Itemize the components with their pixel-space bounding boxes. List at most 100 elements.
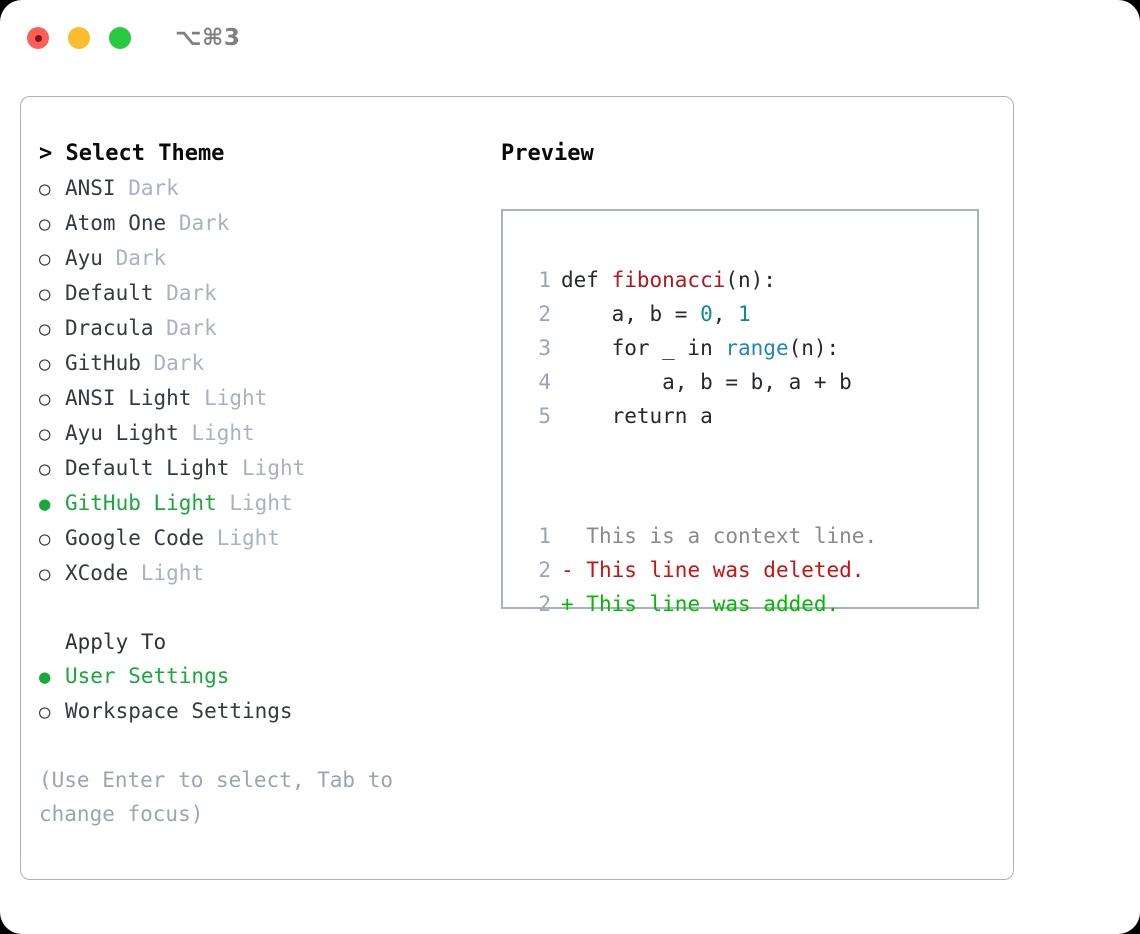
traffic-lights	[27, 27, 131, 49]
theme-name: Ayu Light	[65, 421, 179, 445]
radio-unselected-icon[interactable]: ○	[39, 213, 51, 235]
theme-name: Default	[65, 281, 154, 305]
keyboard-shortcut-label: ⌥⌘3	[175, 25, 241, 51]
theme-mode-tag: Light	[229, 491, 293, 515]
theme-mode-tag: Dark	[166, 281, 217, 305]
theme-list-item[interactable]: ○GitHub Dark	[39, 346, 479, 381]
theme-name: GitHub Light	[65, 491, 217, 515]
theme-name: Ayu	[65, 246, 103, 270]
theme-mode-tag: Light	[204, 386, 268, 410]
diff-marker: +	[561, 592, 587, 616]
close-dot-center	[34, 34, 42, 42]
diff-line: 1 This is a context line.	[521, 519, 977, 553]
radio-unselected-icon[interactable]: ○	[39, 318, 51, 340]
line-number: 1	[538, 268, 551, 292]
code-line: 5 return a	[521, 399, 977, 433]
radio-unselected-icon[interactable]: ○	[39, 528, 51, 550]
theme-list-item[interactable]: ○Google Code Light	[39, 521, 479, 556]
theme-list-item[interactable]: ○ XCode Light	[39, 556, 479, 591]
theme-name: Atom One	[65, 211, 167, 235]
code-token: for _ in	[561, 336, 726, 360]
code-token: a, b = b, a + b	[561, 370, 852, 394]
diff-marker: -	[561, 558, 587, 582]
radio-unselected-icon[interactable]: ○	[39, 423, 51, 445]
theme-list-item[interactable]: ○ Default Dark	[39, 276, 479, 311]
theme-list-item[interactable]: ○Atom One Dark	[39, 206, 479, 241]
spacer	[154, 311, 167, 345]
theme-list-item[interactable]: ● GitHub Light Light	[39, 486, 479, 521]
code-line: 2 a, b = 0, 1	[521, 297, 977, 331]
line-number: 1	[538, 524, 551, 548]
diff-line: 2 + This line was added.	[521, 587, 977, 621]
theme-name: ANSI	[65, 176, 116, 200]
diff-marker	[561, 519, 586, 553]
theme-name: Dracula	[65, 316, 154, 340]
main-card: > Select Theme ○ANSI Dark○Atom One Dark○…	[20, 96, 1014, 880]
apply-to-label: Apply To	[65, 630, 167, 654]
spacer	[229, 451, 242, 485]
title-bar: ⌥⌘3	[0, 0, 1140, 76]
code-line: 3 for _ in range(n):	[521, 331, 977, 365]
radio-unselected-icon[interactable]: ○	[39, 563, 51, 585]
spacer	[179, 416, 192, 450]
radio-unselected-icon[interactable]: ○	[39, 458, 51, 480]
code-token: 1	[738, 302, 751, 326]
code-token: fibonacci	[611, 268, 726, 292]
theme-list-item[interactable]: ○ANSI Dark	[39, 171, 479, 206]
theme-list-item[interactable]: ○Dracula Dark	[39, 311, 479, 346]
radio-unselected-icon[interactable]: ○	[39, 248, 51, 270]
line-number: 3	[538, 336, 551, 360]
theme-name: Default Light	[65, 456, 230, 480]
code-token: (n):	[725, 268, 776, 292]
spacer	[191, 381, 204, 415]
code-line-text: for _ in range(n):	[561, 331, 840, 365]
apply-to-option[interactable]: ○Workspace Settings	[39, 694, 479, 729]
spacer	[116, 171, 129, 205]
radio-unselected-icon[interactable]: ○	[39, 178, 51, 200]
code-token: range	[725, 336, 789, 360]
radio-unselected-icon[interactable]: ○	[39, 388, 51, 410]
minimize-button-icon[interactable]	[68, 27, 90, 49]
theme-list: ○ ANSI Dark ○ Atom One Dark ○ Ayu Dark ○ Defaul…	[39, 171, 479, 591]
spacer	[217, 486, 230, 520]
close-button-icon[interactable]	[27, 27, 49, 49]
theme-list-item[interactable]: ○ Default Light Light	[39, 451, 479, 486]
code-token: ,	[712, 302, 739, 326]
line-number: 2	[538, 558, 551, 582]
radio-selected-icon[interactable]: ●	[39, 666, 51, 688]
code-token: a, b =	[561, 302, 701, 326]
radio-unselected-icon[interactable]: ○	[39, 701, 51, 723]
spacer	[128, 556, 141, 590]
theme-list-item[interactable]: ○ANSI Light Light	[39, 381, 479, 416]
theme-list-item[interactable]: ○Ayu Light Light	[39, 416, 479, 451]
theme-mode-tag: Dark	[115, 246, 167, 270]
zoom-button-icon[interactable]	[109, 27, 131, 49]
diff-line-text: This line was deleted.	[586, 558, 865, 582]
theme-mode-tag: Light	[216, 526, 280, 550]
theme-list-item[interactable]: ○ Ayu Dark	[39, 241, 479, 276]
diff-line-text: This line was added.	[586, 592, 840, 616]
spacer	[154, 276, 167, 310]
line-number: 2	[538, 592, 551, 616]
apply-to-option[interactable]: ● User Settings	[39, 659, 479, 694]
theme-panel-header: > Select Theme	[39, 141, 225, 166]
theme-mode-tag: Light	[242, 456, 306, 480]
theme-mode-tag: Dark	[153, 351, 205, 375]
radio-unselected-icon[interactable]: ○	[39, 353, 51, 375]
diff-line: 2- This line was deleted.	[521, 553, 977, 587]
line-number: 2	[538, 302, 551, 326]
apply-to-label-row: ○ Apply To	[39, 625, 479, 659]
line-number: 4	[538, 370, 551, 394]
code-token: def	[561, 268, 612, 292]
apply-to-option-label: User Settings	[65, 664, 230, 688]
theme-name: XCode	[65, 561, 129, 585]
diff-sample: 1 This is a context line.2- This line wa…	[503, 467, 977, 621]
radio-unselected-icon[interactable]: ○	[39, 283, 51, 305]
code-token: 0	[700, 302, 713, 326]
radio-selected-icon[interactable]: ●	[39, 493, 51, 515]
theme-mode-tag: Light	[140, 561, 205, 585]
